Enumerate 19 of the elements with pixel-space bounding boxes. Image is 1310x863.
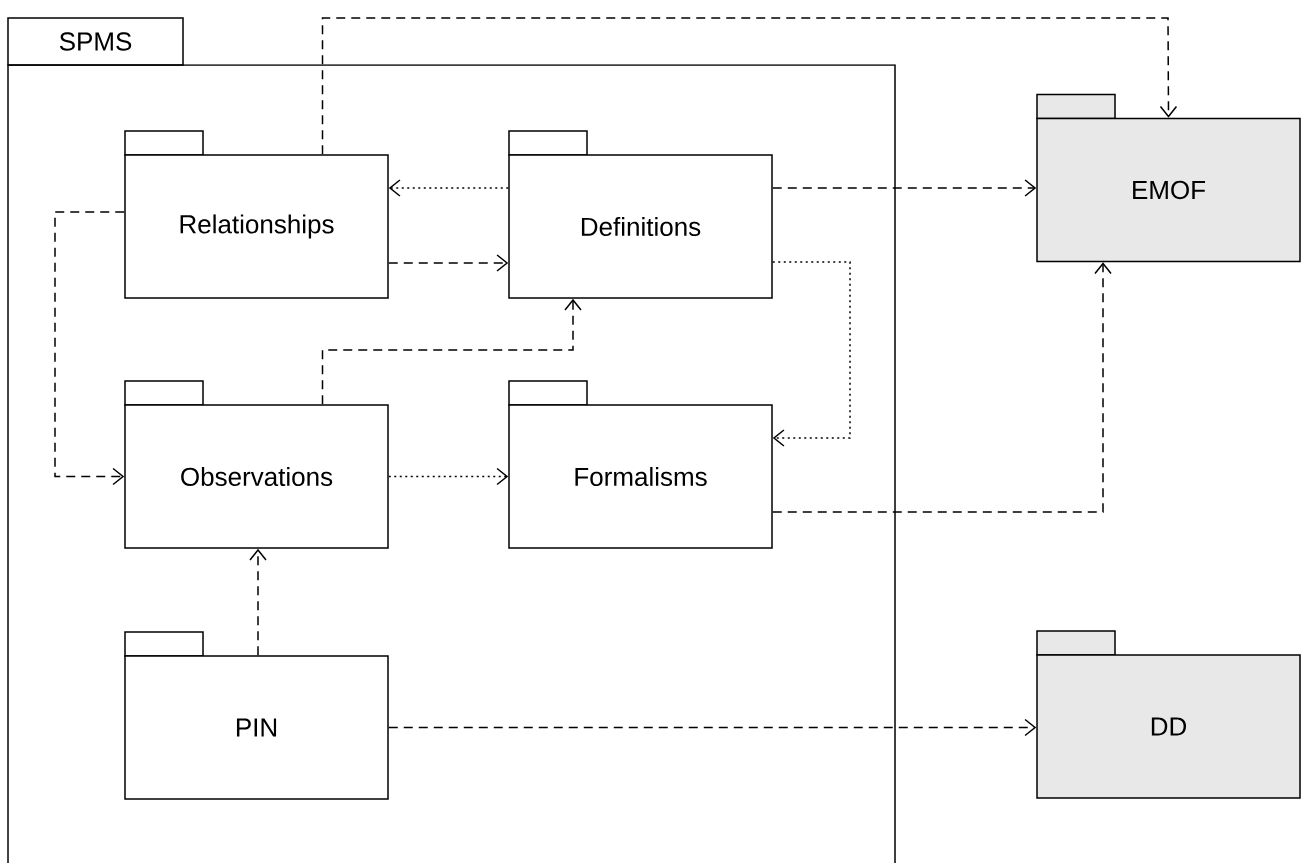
- dependency-arrow: [321, 298, 582, 405]
- package-box: Relationships: [124, 130, 389, 299]
- dependency-arrow: [321, 17, 1178, 155]
- dependency-arrow: [388, 179, 509, 197]
- dependency-arrow: [54, 211, 125, 486]
- package-box: Definitions: [508, 130, 773, 299]
- node-label: SPMS: [59, 32, 132, 51]
- dependency-arrow: [388, 254, 509, 272]
- package-box: Formalisms: [508, 380, 773, 549]
- dependency-arrow: [249, 548, 267, 656]
- dependency-arrow: [388, 718, 1037, 737]
- dependency-arrow: [772, 179, 1037, 197]
- package-box: EMOF: [1036, 93, 1301, 263]
- dependency-arrow: [388, 467, 509, 486]
- dependency-arrow: [772, 262, 1112, 513]
- package-box: Observations: [124, 380, 389, 549]
- dependency-arrow: [772, 261, 851, 447]
- package-box: DD: [1036, 630, 1301, 799]
- package-box: PIN: [124, 631, 389, 800]
